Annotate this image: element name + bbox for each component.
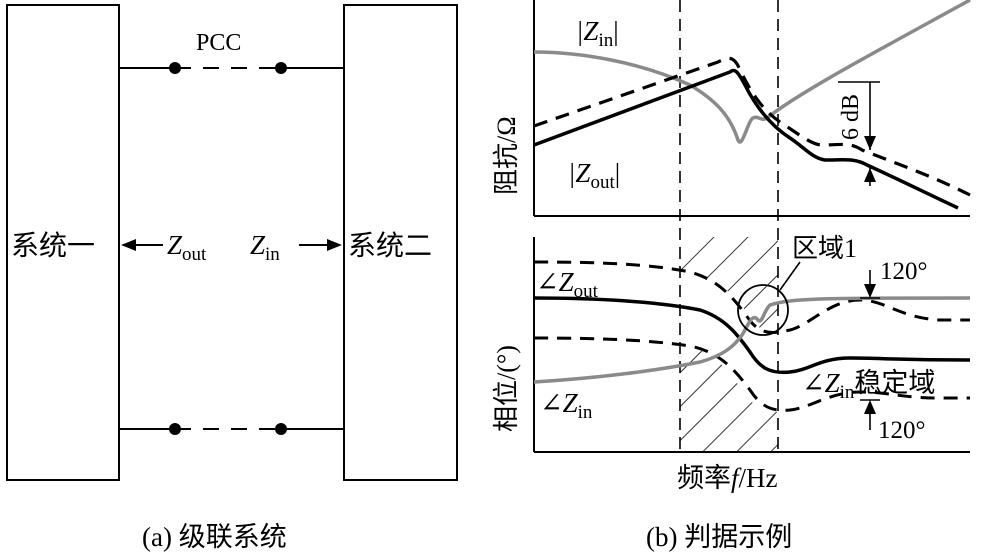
zin-stable-label: ∠Zin稳定域 [802,368,935,403]
region1-label: 区域1 [792,234,857,263]
angle-marker-top [860,270,880,299]
bottom-node-right [275,423,287,435]
caption-a: (a) 级联系统 [142,522,287,552]
pcc-node-right [275,62,287,74]
zin-phase-curve [533,296,971,384]
zin-arrow [299,239,342,251]
zin-magnitude-label: |Zin| [576,16,619,51]
top-connection [119,62,344,74]
zout-magnitude-label: |Zout| [568,158,620,193]
6db-dimension [838,81,880,186]
6db-label: 6 dB [838,94,864,140]
angle-label-bottom: 120° [878,417,926,444]
system1-label: 系统一 [11,230,95,262]
impedance-axis-label: 阻抗/Ω [492,116,521,195]
bottom-node-left [169,423,181,435]
bottom-connection [119,423,344,435]
zin-label: Zin [250,230,280,265]
zout-arrow [121,239,163,251]
angle-label-top: 120° [880,258,928,285]
zin-magnitude-curve [533,0,971,144]
zout-phase-curve [533,296,971,375]
hatched-region-top [680,237,778,335]
region1-circle [737,284,789,336]
cascade-system-diagram: PCC 系统一 系统二 Zout Zin (a) 级联系统 [6,4,458,552]
stable-boundary-lower [533,336,970,412]
angle-marker-bottom [860,399,880,430]
caption-b: (b) 判据示例 [646,522,792,552]
frequency-axis-label: 频率f/Hz [677,463,778,493]
zout-label: Zout [167,230,207,265]
stable-boundary-upper [533,260,970,334]
phase-axis-label: 相位/(°) [492,345,521,432]
region1-leader [779,261,801,291]
system1-box [6,4,120,481]
zin-phase-label-left: ∠Zin [540,388,593,423]
hatched-region-bottom [680,345,778,452]
criterion-example: 阻抗/Ω 相位/(°) 6 dB |Zin| |Zout| [492,0,971,552]
zout-phase-label: ∠Zout [536,267,599,302]
system2-box [343,4,458,481]
pcc-node-left [169,62,181,74]
pcc-label: PCC [196,30,241,56]
impedance-plot-axes [533,0,970,217]
zout-magnitude-curve [533,68,959,210]
zout-magnitude-dashed-curve [533,56,971,197]
system2-label: 系统二 [348,230,432,262]
